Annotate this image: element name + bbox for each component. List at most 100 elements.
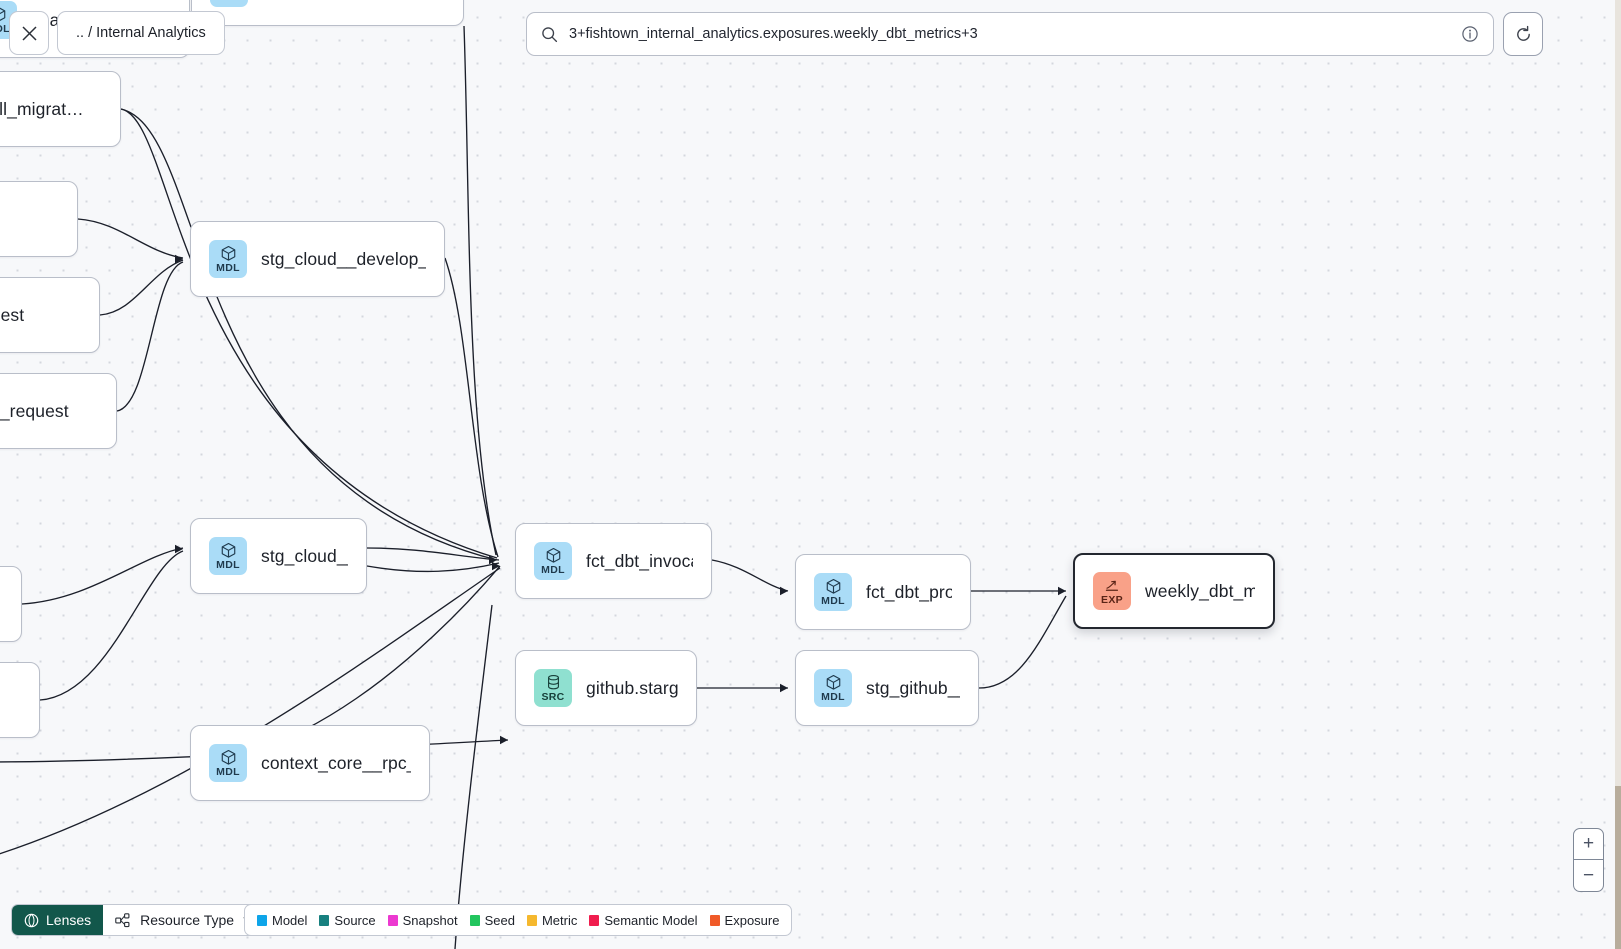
info-icon[interactable]	[1461, 25, 1479, 43]
graph-node[interactable]: MDL stg_cloud__develop_requests	[190, 221, 445, 297]
graph-edge	[99, 259, 184, 316]
graph-node[interactable]: MDLmulticell_migrat…	[0, 71, 121, 147]
close-button[interactable]	[9, 11, 49, 55]
breadcrumb-label: .. / Internal Analytics	[76, 25, 206, 41]
node-label: stg_github__stars	[866, 677, 960, 698]
search-icon	[542, 26, 558, 42]
edge-arrowhead	[175, 254, 183, 264]
legend-item[interactable]: Snapshot	[387, 912, 458, 928]
graph-node[interactable]: MDLn	[0, 566, 22, 642]
edge-arrowhead	[780, 683, 788, 693]
node-type-label: MDL	[217, 0, 241, 3]
edge-arrowhead	[492, 561, 500, 571]
edge-arrowhead	[489, 555, 497, 565]
refresh-button[interactable]	[1503, 12, 1543, 56]
vertical-scrollbar[interactable]	[1615, 0, 1621, 949]
refresh-icon	[1516, 25, 1530, 41]
zoom-out-button[interactable]: −	[1582, 864, 1595, 886]
graph-edge	[463, 25, 497, 556]
legend-label: Source	[334, 912, 376, 928]
lenses-toolbar: Lenses Resource Type	[11, 904, 270, 936]
node-label: velop_request	[0, 304, 25, 325]
graph-node[interactable]: MDLp_request	[0, 181, 78, 257]
legend-item[interactable]: Model	[257, 913, 307, 928]
graph-node[interactable]: MDLvelop_request	[0, 277, 100, 353]
graph-edge	[454, 604, 493, 949]
resource-type-icon	[115, 912, 130, 927]
legend-swatch	[589, 914, 600, 926]
node-type-badge-mdl: MDL	[814, 669, 852, 707]
scrollbar-thumb[interactable]	[1615, 786, 1621, 949]
legend-swatch	[526, 914, 537, 926]
node-label: weekly_dbt_metrics	[1145, 580, 1255, 601]
legend-swatch	[469, 914, 480, 926]
breadcrumb[interactable]: .. / Internal Analytics	[57, 11, 225, 55]
graph-edge	[0, 567, 501, 855]
legend-label: Semantic Model	[604, 912, 698, 928]
legend-swatch	[387, 914, 398, 926]
node-type-label: MDL	[0, 22, 10, 35]
lenses-button[interactable]: Lenses	[12, 905, 104, 935]
graph-edge	[978, 595, 1067, 689]
graph-node[interactable]: MDL fct_dbt_projects	[795, 554, 971, 630]
node-label: multicell_migrat…	[0, 98, 84, 119]
legend-item[interactable]: Seed	[469, 912, 515, 928]
zoom-controls: + −	[1573, 828, 1604, 892]
graph-node[interactable]: EXP weekly_dbt_metrics	[1073, 553, 1275, 629]
legend-label: Metric	[541, 912, 578, 928]
legend-label: Exposure	[724, 912, 780, 928]
zoom-in-button[interactable]: +	[1574, 829, 1603, 860]
lenses-label: Lenses	[46, 912, 92, 928]
node-type-label: MDL	[821, 690, 845, 703]
legend-item[interactable]: Metric	[526, 912, 578, 928]
legend-item[interactable]: Source	[319, 912, 376, 928]
graph-node[interactable]: MDLint_cloud__account_plan_history	[191, 0, 464, 26]
edge-arrowhead	[500, 735, 508, 745]
cube-icon	[545, 547, 562, 564]
graph-edge	[366, 562, 500, 573]
cube-icon	[220, 542, 237, 559]
graph-node[interactable]: MDL_run	[0, 662, 40, 738]
graph-edge	[120, 108, 498, 561]
search-bar[interactable]: 3+fishtown_internal_analytics.exposures.…	[526, 12, 1494, 56]
graph-node[interactable]: MDL stg_github__stars	[795, 650, 979, 726]
graph-edge	[120, 108, 498, 559]
node-type-label: MDL	[216, 765, 240, 778]
cube-icon	[220, 245, 237, 262]
node-type-label: MDL	[216, 261, 240, 274]
legend-label: Model	[272, 912, 308, 928]
edge-arrowhead	[780, 586, 788, 596]
node-type-badge-exp: EXP	[1093, 572, 1131, 610]
graph-edge	[366, 547, 500, 561]
resource-type-legend: Model Source Snapshot Seed Metric Semantic Mo…	[244, 904, 793, 936]
legend-label: Snapshot	[402, 912, 458, 928]
node-type-badge-mdl: MDL	[814, 573, 852, 611]
lens-icon	[24, 913, 39, 927]
legend-label: Seed	[484, 912, 515, 928]
node-label: stg_cloud__runs	[261, 545, 348, 566]
legend-swatch	[257, 914, 267, 926]
search-input[interactable]: 3+fishtown_internal_analytics.exposures.…	[569, 26, 978, 42]
node-type-label: SRC	[541, 690, 565, 703]
edge-arrowhead	[175, 544, 183, 554]
graph-edge	[39, 550, 184, 701]
node-type-label: EXP	[1101, 593, 1123, 606]
node-label: fct_dbt_projects	[866, 581, 952, 602]
node-label: _develop_request	[0, 400, 69, 421]
node-type-badge-mdl: MDL	[534, 542, 572, 580]
node-type-badge-mdl: MDL	[209, 240, 247, 278]
resource-type-dropdown[interactable]: Resource Type	[103, 905, 269, 935]
graph-node[interactable]: MDL_develop_request	[0, 373, 117, 449]
legend-item[interactable]: Exposure	[709, 912, 780, 928]
node-label: stg_cloud__develop_requests	[261, 248, 426, 269]
graph-edge	[711, 559, 789, 592]
legend-swatch	[709, 914, 720, 926]
legend-swatch	[319, 914, 330, 926]
legend-item[interactable]: Semantic Model	[589, 912, 698, 928]
